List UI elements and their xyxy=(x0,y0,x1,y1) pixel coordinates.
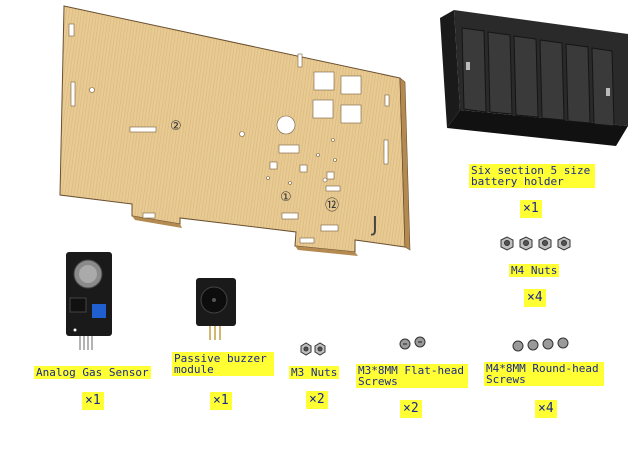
battery-holder-label: Six section 5 size battery holder xyxy=(469,164,595,188)
gas-sensor-qty: ×1 xyxy=(82,392,104,410)
m3-nuts-image xyxy=(300,342,326,356)
m4-nuts-image xyxy=(500,236,571,251)
buzzer-module-label: Passive buzzer module xyxy=(172,352,274,376)
wooden-mounting-panel: ② ① ⑫ J xyxy=(59,5,411,256)
m4-nuts-label: M4 Nuts xyxy=(509,264,560,277)
m3-nuts-label: M3 Nuts xyxy=(289,366,340,379)
m4-round-screws-image xyxy=(512,337,569,352)
m3-flat-screws-qty: ×2 xyxy=(400,400,422,418)
m3-nuts-qty: ×2 xyxy=(306,391,328,409)
panel-mark-2: ② xyxy=(170,119,182,134)
gas-sensor-label: Analog Gas Sensor xyxy=(34,366,151,379)
buzzer-module-qty: ×1 xyxy=(210,392,232,410)
m4-round-screws-label: M4*8MM Round-head Screws xyxy=(484,362,604,386)
panel-mark-1: ① xyxy=(280,190,292,205)
m4-round-screws-qty: ×4 xyxy=(535,400,557,418)
battery-holder-image xyxy=(440,10,628,146)
m3-flat-screws-image xyxy=(399,336,426,350)
m3-flat-screws-label: M3*8MM Flat-head Screws xyxy=(356,364,468,388)
panel-mark-j: J xyxy=(370,212,378,236)
buzzer-module-image xyxy=(196,278,236,340)
gas-sensor-image xyxy=(66,252,112,350)
battery-holder-qty: ×1 xyxy=(520,200,542,218)
panel-mark-12: ⑫ xyxy=(325,198,339,214)
m4-nuts-qty: ×4 xyxy=(524,289,546,307)
